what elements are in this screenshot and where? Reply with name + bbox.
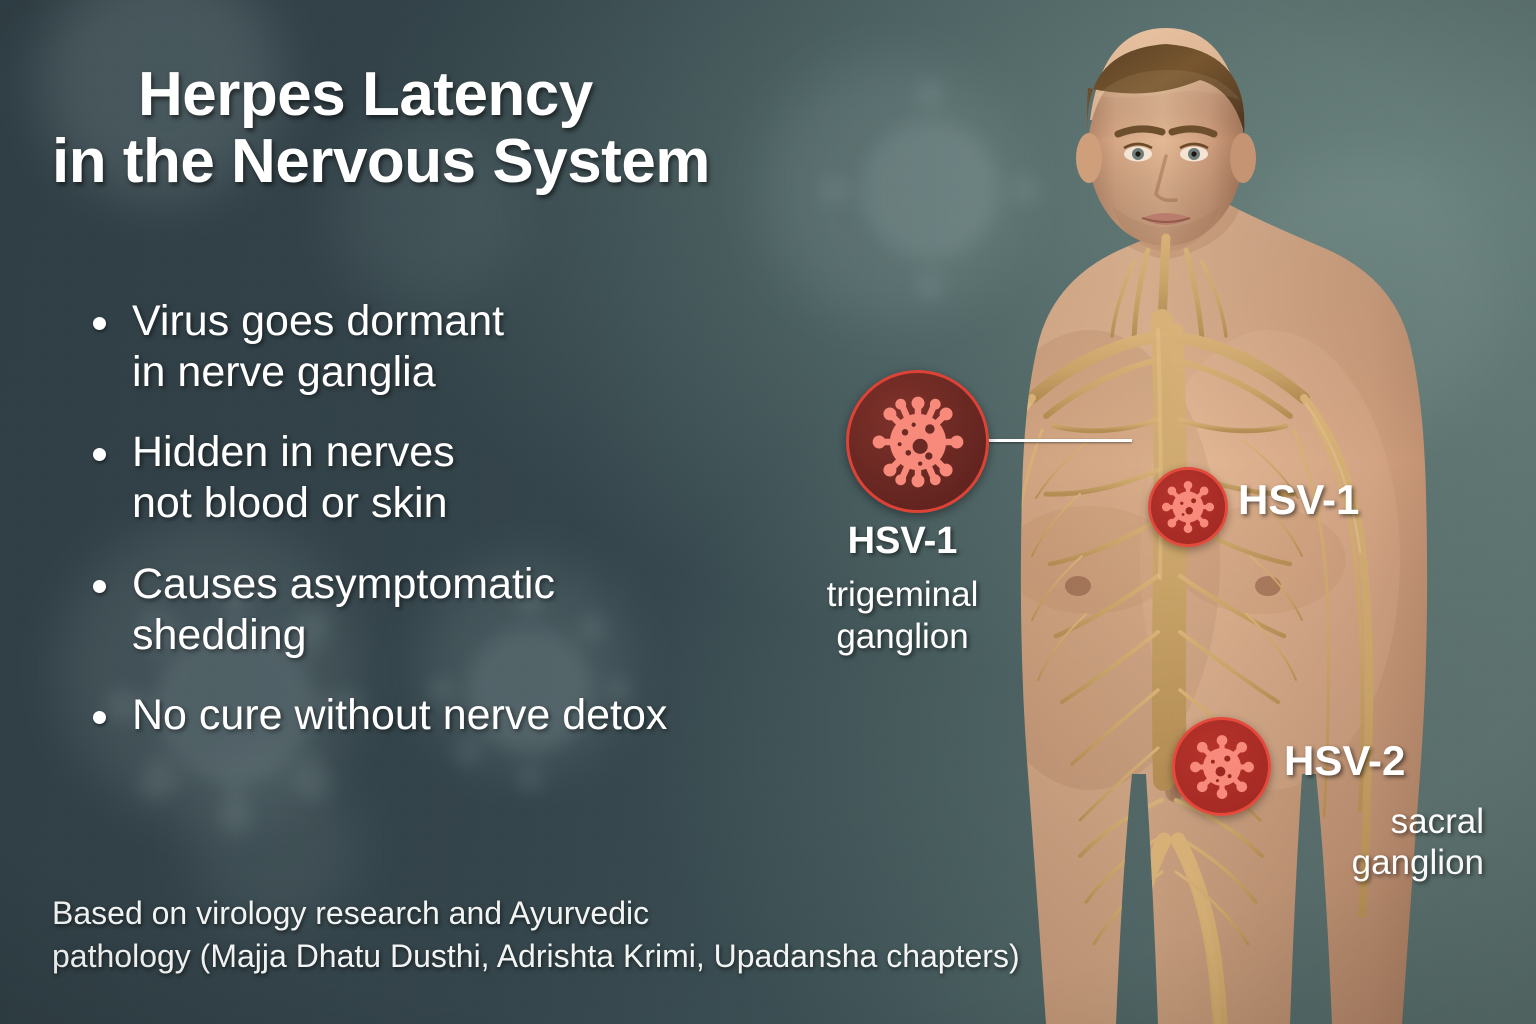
human-body-illustration bbox=[790, 0, 1536, 1024]
title-line-2: in the Nervous System bbox=[52, 128, 932, 196]
bullet-list: Virus goes dormant in nerve ganglia Hidd… bbox=[80, 296, 870, 771]
callout-sacral-label: HSV-2 sacral ganglion bbox=[1284, 740, 1484, 882]
list-item-line-1: Hidden in nerves bbox=[132, 427, 870, 478]
callout-sub-text-2: ganglion bbox=[1352, 843, 1484, 882]
list-item: Causes asymptomatic shedding bbox=[80, 559, 870, 660]
bullet-dot-icon bbox=[93, 448, 106, 462]
virus-icon bbox=[872, 396, 963, 487]
callout-sub-line-2: ganglion bbox=[760, 617, 1045, 658]
leader-line bbox=[988, 439, 1132, 442]
virus-badge-sacral bbox=[1172, 717, 1271, 816]
title-line-1: Herpes Latency bbox=[52, 61, 932, 129]
virus-badge-trigeminal bbox=[846, 370, 989, 513]
background-virus-icon bbox=[106, 576, 364, 834]
background-blob bbox=[760, 60, 1020, 320]
callout-sub-text-1: sacral bbox=[1391, 802, 1484, 841]
list-item: Hidden in nerves not blood or skin bbox=[80, 427, 870, 528]
list-item-line-1: No cure without nerve detox bbox=[132, 690, 870, 741]
background-virus-icon bbox=[820, 80, 1040, 300]
callout-sub-line-1: sacral ganglion bbox=[1224, 802, 1484, 883]
virus-icon bbox=[1189, 734, 1254, 799]
virus-icon bbox=[1161, 480, 1215, 534]
callout-heading: HSV-1 bbox=[760, 520, 1045, 563]
background-blob bbox=[420, 560, 630, 770]
list-item-line-1: Virus goes dormant bbox=[132, 296, 870, 347]
list-item-line-1: Causes asymptomatic bbox=[132, 559, 870, 610]
source-note: Based on virology research and Ayurvedic… bbox=[52, 892, 1182, 978]
list-item-line-2: in nerve ganglia bbox=[132, 347, 870, 398]
page-title: Herpes Latency in the Nervous System bbox=[52, 61, 932, 196]
virus-badge-spinal bbox=[1148, 467, 1228, 547]
background-blob bbox=[60, 520, 360, 820]
list-item-line-2: not blood or skin bbox=[132, 478, 870, 529]
bullet-dot-icon bbox=[93, 579, 106, 593]
background-blob bbox=[330, 120, 520, 310]
background-blob bbox=[40, 0, 280, 200]
callout-sub-line-1: trigeminal bbox=[760, 575, 1045, 616]
background-virus-icon bbox=[428, 588, 632, 792]
source-note-line-1: Based on virology research and Ayurvedic bbox=[52, 892, 1182, 935]
bullet-dot-icon bbox=[93, 317, 106, 330]
bullet-dot-icon bbox=[93, 711, 106, 725]
list-item: No cure without nerve detox bbox=[80, 690, 870, 741]
source-note-line-2: pathology (Majja Dhatu Dusthi, Adrishta … bbox=[52, 935, 1182, 978]
list-item-line-2: shedding bbox=[132, 610, 870, 661]
callout-spinal-label: HSV-1 bbox=[1238, 479, 1359, 521]
callout-trigeminal-label: HSV-1 trigeminal ganglion bbox=[760, 520, 1045, 658]
callout-heading: HSV-2 bbox=[1284, 740, 1484, 782]
background-blob bbox=[190, 760, 360, 930]
list-item: Virus goes dormant in nerve ganglia bbox=[80, 296, 870, 397]
